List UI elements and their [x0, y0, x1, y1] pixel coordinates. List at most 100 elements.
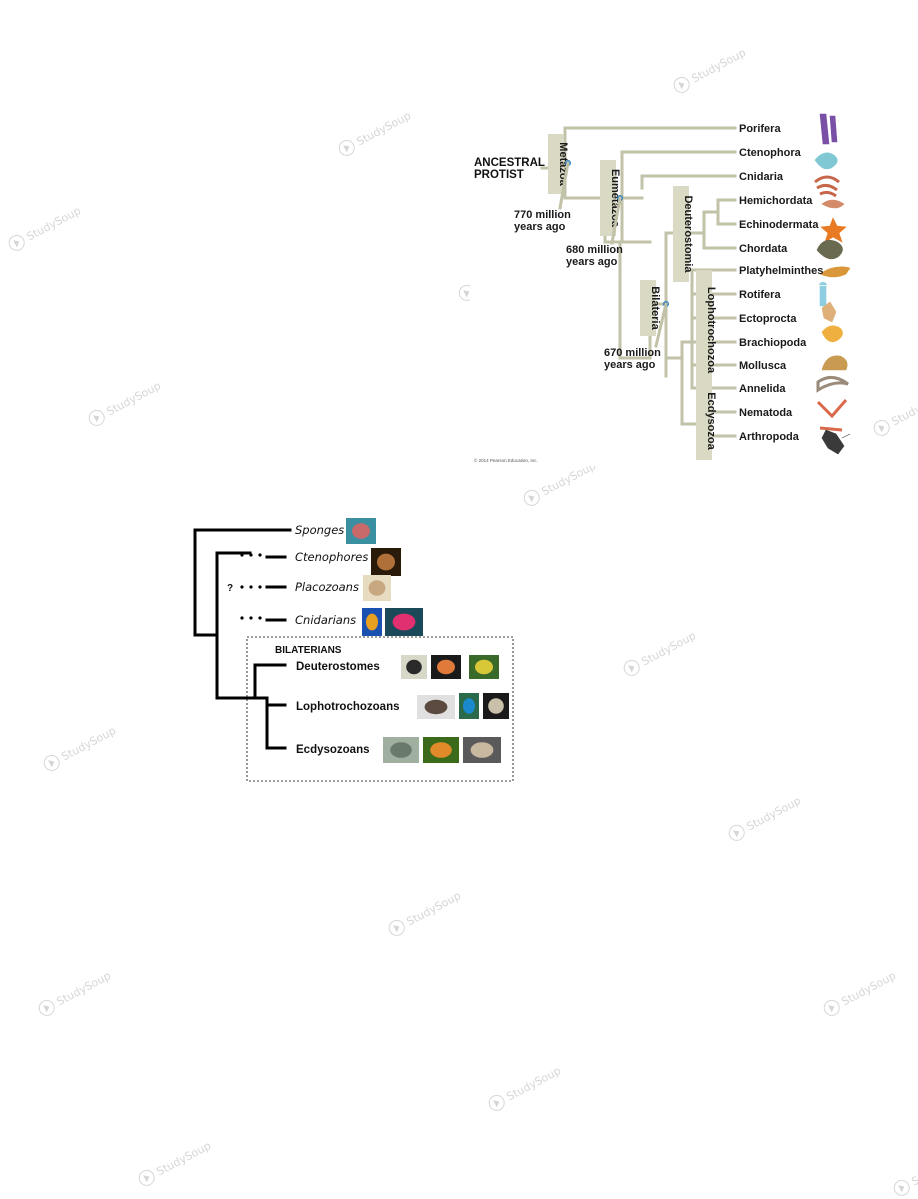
taxon-label: Porifera [739, 123, 781, 135]
taxon-label: Platyhelminthes [739, 265, 823, 277]
time-pointer [610, 196, 622, 245]
watermark: StudySoup [40, 722, 119, 774]
ctenophore-dots [258, 553, 262, 557]
animal-icon [821, 199, 845, 209]
placozoan-dots [240, 585, 244, 589]
clade-box [696, 382, 712, 460]
ctenophore-dots [249, 553, 253, 557]
photo-subject [470, 742, 494, 758]
studysoup-logo-icon [870, 417, 893, 439]
photo-subject [475, 659, 493, 675]
watermark: StudySoup [890, 1147, 918, 1199]
organism-photo [463, 737, 501, 763]
studysoup-logo-icon [335, 137, 358, 159]
watermark-text: StudySoup [154, 1138, 213, 1178]
photo-subject [368, 580, 386, 596]
phylogeny-tree-2: SpongesCtenophoresPlacozoansCnidarians?B… [193, 518, 514, 782]
watermark-text: StudySoup [639, 628, 698, 668]
clade-box [673, 186, 689, 282]
organism-photo [401, 655, 427, 679]
studysoup-logo-icon [40, 752, 63, 774]
clade-label: Deuterostomia [682, 195, 694, 273]
clade-box [548, 134, 564, 194]
uncertain-mark: ? [227, 583, 233, 594]
studysoup-logo-icon [620, 657, 643, 679]
watermark-text: StudySoup [24, 203, 83, 243]
clade-box [640, 280, 656, 336]
watermark-text: StudySoup [54, 968, 113, 1008]
cnidarian-dots [258, 616, 262, 620]
animal-icon [818, 281, 828, 307]
taxon-label: Placozoans [295, 580, 359, 594]
organism-photo [363, 575, 391, 601]
taxon-label: Chordata [739, 243, 788, 255]
organism-photo [371, 548, 401, 576]
animal-icon [814, 175, 840, 198]
animal-icon [816, 399, 848, 432]
photo-subject [463, 698, 475, 714]
watermark: StudySoup [5, 202, 84, 254]
placozoan-dots [249, 585, 253, 589]
taxon-label: Cnidarians [295, 613, 356, 627]
watermark-text: StudySoup [404, 888, 463, 928]
studysoup-logo-icon [725, 822, 748, 844]
photo-subject [430, 742, 452, 758]
taxon-label: Nematoda [739, 407, 793, 419]
cnidarian-dots [240, 616, 244, 620]
photo-subject [424, 699, 448, 715]
organism-photo [459, 693, 479, 719]
placozoan-dots [258, 585, 262, 589]
watermark-text: StudySoup [909, 1148, 918, 1188]
taxon-label: Sponges [295, 523, 344, 537]
watermark: StudySoup [670, 44, 749, 96]
photo-subject [488, 698, 504, 714]
watermark: StudySoup [35, 967, 114, 1019]
ctenophore-dots [240, 553, 244, 557]
animal-icon [814, 152, 838, 170]
organism-photo [431, 655, 461, 679]
bilaterian-label: Ecdysozoans [296, 744, 370, 756]
taxon-label: Annelida [739, 383, 786, 395]
clade-label: Bilateria [649, 286, 661, 330]
studysoup-logo-icon [520, 487, 543, 509]
watermark-text: StudySoup [689, 45, 748, 85]
studysoup-logo-icon [5, 232, 28, 254]
watermark: StudySoup [820, 967, 899, 1019]
time-pointer [558, 161, 570, 210]
animal-icon [821, 325, 843, 343]
watermark-text: StudySoup [504, 1063, 563, 1103]
time-label-770-line: 770 million [514, 209, 571, 221]
studysoup-logo-icon [85, 407, 108, 429]
watermark-text: StudySoup [59, 723, 118, 763]
time-label-670-line: years ago [604, 359, 656, 371]
watermark: StudySoup [725, 792, 804, 844]
watermark: StudySoup [620, 627, 699, 679]
animal-icon [819, 266, 851, 278]
studysoup-logo-icon [35, 997, 58, 1019]
studysoup-logo-icon [485, 1092, 508, 1114]
clade-box [600, 160, 616, 236]
watermark: StudySoup [335, 107, 414, 159]
cnidarian-dots [249, 616, 253, 620]
clade-label: Ecdysozoa [705, 392, 717, 450]
photo-subject [366, 613, 378, 631]
photo-subject [390, 742, 412, 758]
copyright-text: © 2014 Pearson Education, Inc. [474, 457, 538, 463]
organism-photo [483, 693, 509, 719]
photo-subject [352, 523, 370, 539]
time-label-680-line: years ago [566, 256, 618, 268]
photo-subject [406, 659, 422, 675]
watermark: StudySoup [135, 1137, 214, 1189]
animal-icon [820, 217, 847, 243]
animal-icon [819, 113, 838, 145]
studysoup-logo-icon [820, 997, 843, 1019]
animal-icon [821, 301, 837, 323]
watermark: StudySoup [385, 887, 464, 939]
bilaterian-label: Lophotrochozoans [296, 701, 400, 713]
organism-photo [385, 608, 423, 636]
animal-icon [821, 355, 848, 371]
